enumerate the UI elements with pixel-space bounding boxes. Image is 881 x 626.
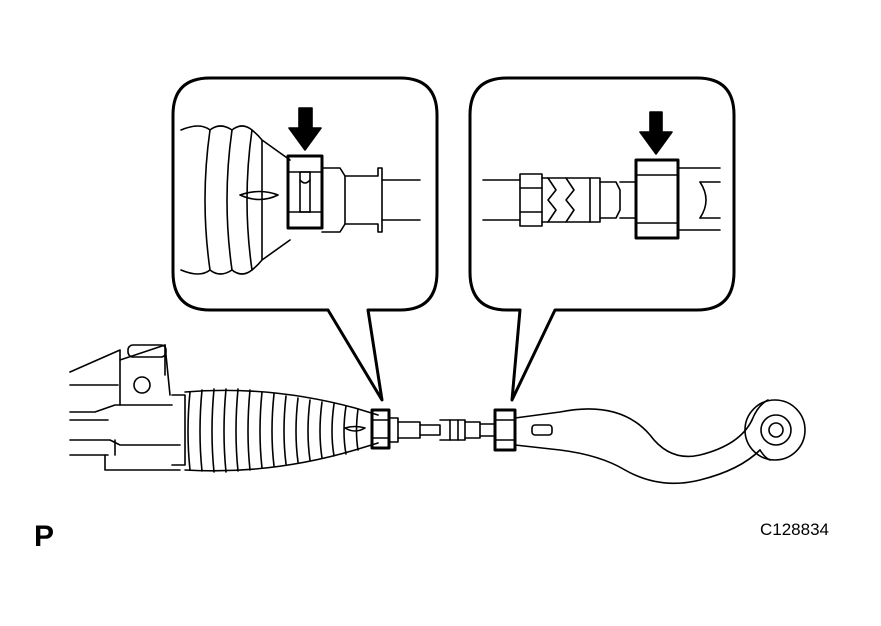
main-tie-rod: [388, 417, 496, 443]
left-callout-clamp: [286, 154, 324, 230]
tie-rod-end: [514, 399, 806, 485]
corner-letter-label: P: [34, 520, 55, 553]
left-callout-boot: [180, 125, 291, 275]
right-callout-outline: [468, 76, 736, 402]
left-callout-arrow-down-icon: [288, 107, 322, 151]
main-lock-nut: [493, 408, 517, 452]
right-callout-arrow-down-icon: [639, 111, 673, 155]
left-callout-outline: [171, 76, 439, 402]
right-callout-nut: [634, 158, 721, 240]
right-callout: [468, 76, 736, 402]
figure-code-label: C128834: [760, 520, 830, 539]
left-callout: [171, 76, 439, 402]
main-clamp: [370, 408, 391, 450]
rack-housing: [69, 344, 186, 471]
left-callout-tie-rod: [321, 167, 421, 233]
main-bellows-boot: [184, 388, 379, 473]
right-callout-rod: [482, 173, 637, 227]
